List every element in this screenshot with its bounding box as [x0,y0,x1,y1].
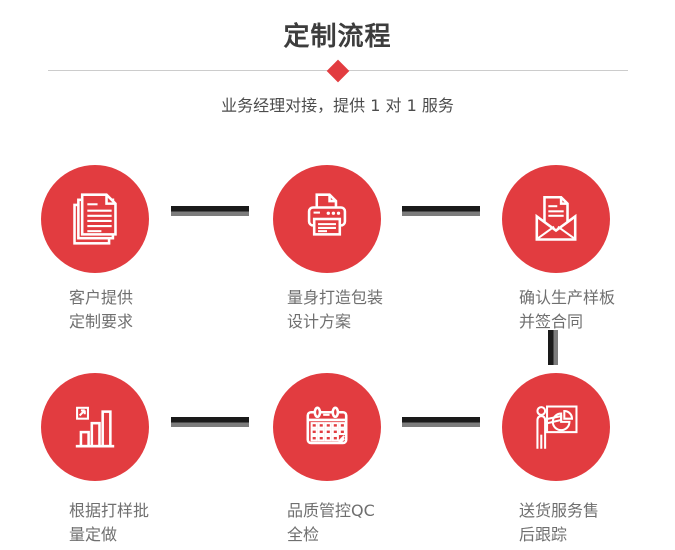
step-label-customer-requirements: 客户提供 定制要求 [69,288,134,331]
calendar-icon [306,406,348,445]
presenter-icon [536,405,578,449]
step-label-packaging-design: 量身打造包装 设计方案 [287,288,384,331]
step-label-quality-control: 品质管控QC 全检 [287,501,375,544]
step-label-batch-production: 根据打样批 量定做 [69,501,150,544]
step-customer-requirements [41,165,149,273]
step-label-confirm-sample-contract: 确认生产样板 并签合同 [519,288,616,331]
printer-icon [307,193,347,236]
connector-step5-step6 [402,417,480,427]
page-title: 定制流程 [283,22,392,52]
step-label-delivery-aftersales: 送货服务售 后跟踪 [519,501,600,544]
connector-step1-step2 [171,206,249,216]
connector-step2-step3 [402,206,480,216]
step-batch-production [41,373,149,481]
connector-step3-step6 [548,330,558,365]
documents-icon [73,193,117,245]
step-confirm-sample-contract [502,165,610,273]
step-delivery-aftersales [502,373,610,481]
page-subtitle: 业务经理对接，提供 1 对 1 服务 [221,96,454,115]
bar-chart-icon [75,406,115,448]
step-quality-control [273,373,381,481]
step-packaging-design [273,165,381,273]
connector-step4-step5 [171,417,249,427]
diamond-icon [326,59,350,83]
envelope-icon [535,195,577,241]
